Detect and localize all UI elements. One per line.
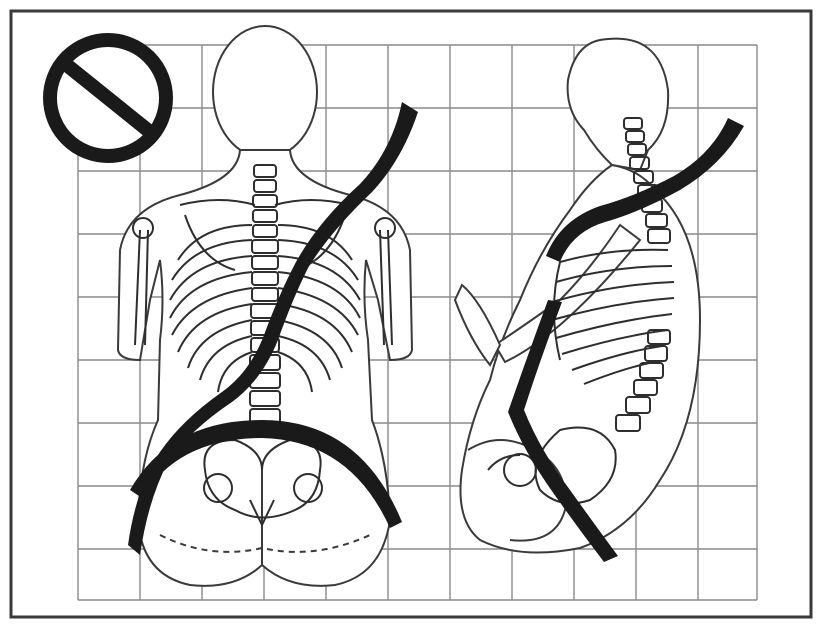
- prohibition-icon: [50, 40, 166, 156]
